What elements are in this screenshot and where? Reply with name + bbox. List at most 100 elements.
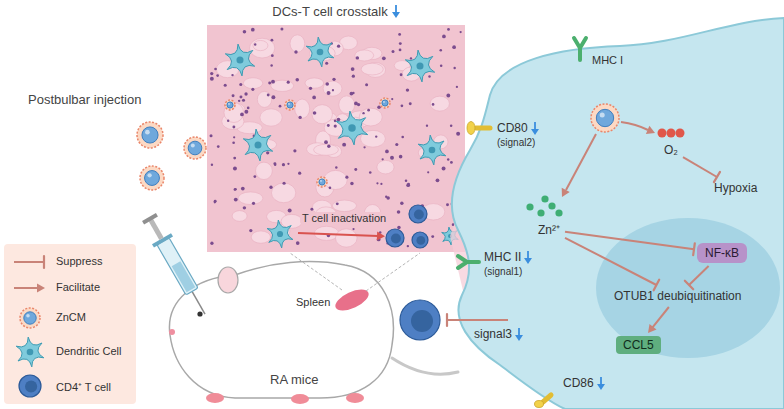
- highlight: [288, 103, 290, 105]
- label-row: CD80: [497, 121, 539, 135]
- tissue-nucleus: [399, 49, 402, 52]
- t-cell-nucleus: [411, 310, 433, 332]
- legend-panel: [4, 244, 136, 404]
- tissue-nucleus: [298, 172, 301, 175]
- cd80-head: [467, 122, 475, 135]
- state-label: Hypoxia: [712, 180, 759, 196]
- tissue-nucleus: [288, 209, 292, 213]
- tissue-nucleus: [356, 56, 359, 59]
- label-row: Postbulbar injection: [28, 92, 141, 107]
- zinc-core: [142, 127, 158, 143]
- tissue-nucleus: [279, 105, 282, 108]
- connector-line: [565, 238, 656, 285]
- tissue-nucleus: [407, 245, 409, 247]
- barrel-fluid: [172, 261, 196, 292]
- tissue-nucleus: [409, 102, 412, 105]
- tissue-nucleus: [426, 124, 428, 126]
- legend-row: Facilitate: [56, 281, 100, 293]
- decrease-arrow: [524, 251, 532, 264]
- connector: [683, 157, 720, 182]
- membrane-coat: [20, 308, 40, 328]
- tissue-nucleus: [210, 242, 213, 245]
- tissue-nucleus: [271, 80, 275, 84]
- tissue-nucleus: [233, 157, 236, 160]
- tissue-nucleus: [406, 183, 410, 187]
- mhc-i-receptor: [574, 38, 586, 60]
- tissue-nucleus: [382, 158, 384, 160]
- tissue-nucleus: [397, 210, 401, 214]
- zinc-core: [188, 141, 202, 155]
- needle: [192, 291, 205, 314]
- panel-heading-row: DCs-T cell crosstalk: [207, 4, 465, 19]
- tissue-nucleus: [439, 49, 442, 52]
- tissue-nucleus: [234, 188, 237, 191]
- tissue-nucleus: [450, 161, 453, 164]
- tissue-nucleus: [399, 155, 403, 159]
- inhibit-bar: [446, 314, 448, 326]
- tissue-nucleus: [249, 229, 252, 232]
- decrease-arrow: [597, 377, 605, 390]
- tissue-nucleus: [271, 39, 274, 42]
- suppress-sample: [14, 261, 44, 263]
- tissue-nucleus: [298, 116, 301, 119]
- tissue-nucleus: [282, 182, 285, 185]
- tissue-cell: [361, 63, 383, 75]
- tissue-nucleus: [375, 135, 377, 137]
- cell-nucleus: [317, 49, 324, 56]
- tissue-nucleus: [352, 75, 355, 78]
- dendritic-cell: [243, 129, 272, 161]
- connector-line: [689, 266, 709, 285]
- tissue-nucleus: [266, 151, 269, 154]
- tissue-nucleus: [232, 126, 235, 129]
- tissue-nucleus: [405, 179, 408, 182]
- dendritic-cell: [336, 111, 367, 145]
- tissue-nucleus: [390, 156, 394, 160]
- tissue-nucleus: [243, 206, 246, 209]
- tissue-nucleus: [385, 150, 389, 154]
- tissue-nucleus: [354, 102, 358, 106]
- tissue-nucleus: [329, 186, 332, 189]
- chemokine-box: CCL5: [616, 336, 661, 354]
- t-cell-nucleus: [414, 210, 424, 220]
- label-row: (signal2): [497, 137, 535, 148]
- tissue-cell: [295, 99, 310, 118]
- zinc-core: [287, 102, 293, 108]
- arrow-shaft: [534, 122, 536, 130]
- tissue-nucleus: [239, 96, 242, 99]
- zinc-ion: [555, 209, 562, 216]
- tissue-nucleus: [251, 88, 254, 91]
- tissue-nucleus: [400, 202, 403, 205]
- tissue-cell: [290, 35, 305, 52]
- tissue-nucleus: [313, 111, 317, 115]
- tissue-nucleus: [327, 124, 330, 127]
- dendritic-cell: [418, 135, 446, 165]
- zinc-ion: [541, 195, 548, 202]
- tissue-nucleus: [244, 92, 247, 95]
- arrow-head: [524, 258, 532, 264]
- legend-row: Suppress: [56, 255, 102, 267]
- signal-label: signal3: [474, 327, 512, 341]
- tissue-nucleus: [337, 45, 340, 48]
- signal-label: (signal2): [497, 137, 535, 148]
- tissue-cell: [305, 78, 324, 88]
- dendritic-cell: [225, 44, 254, 76]
- inactivation-arrow: [298, 233, 378, 236]
- tissue-nucleus: [447, 28, 450, 31]
- highlight: [147, 173, 151, 177]
- tissue-cell: [271, 183, 295, 203]
- tissue-nucleus: [247, 107, 250, 110]
- tissue-nucleus: [241, 187, 245, 191]
- connector-line: [683, 157, 717, 177]
- zinc-ion: [548, 202, 555, 209]
- connector: [648, 307, 669, 333]
- highlight: [228, 103, 230, 105]
- tissue-nucleus: [254, 43, 256, 45]
- tissue-nucleus: [367, 109, 370, 112]
- zncm-particle: [20, 308, 40, 328]
- t-cell: [400, 300, 440, 340]
- cell-nucleus: [277, 231, 283, 237]
- zinc-core: [145, 171, 160, 186]
- inflamed-paw: [346, 393, 364, 403]
- signal3-line: [447, 319, 508, 321]
- cell-nucleus: [348, 124, 355, 131]
